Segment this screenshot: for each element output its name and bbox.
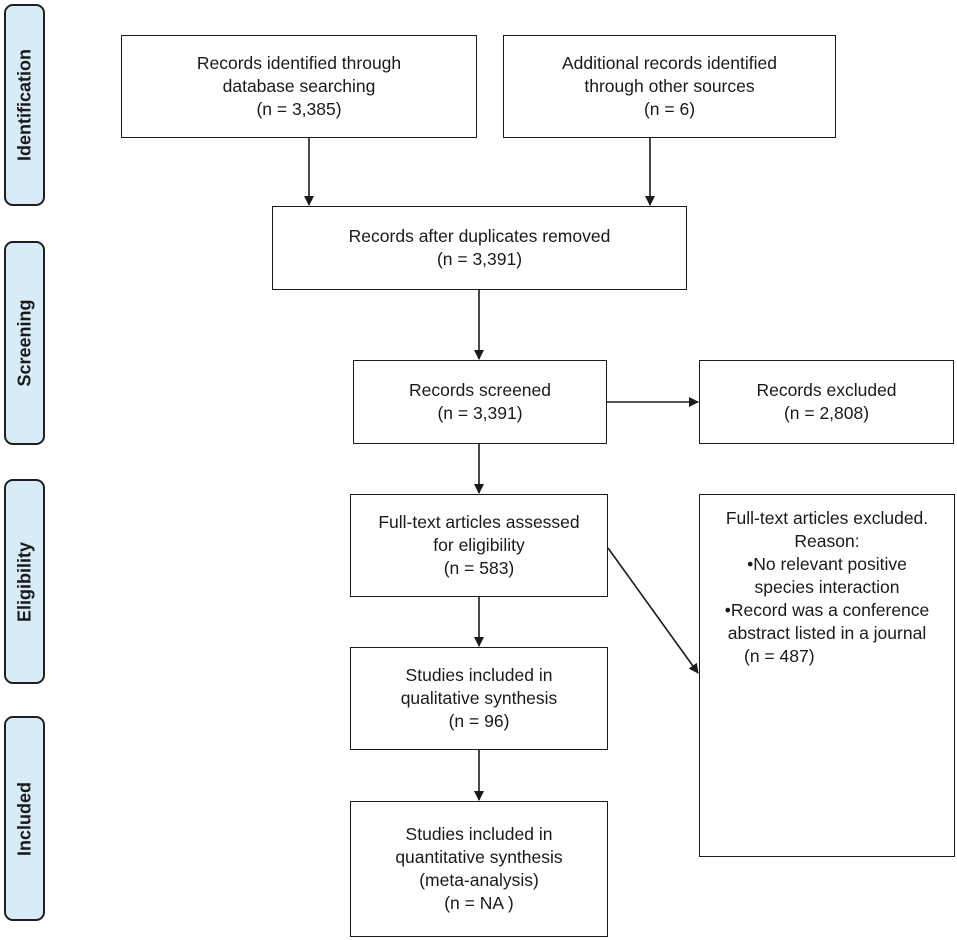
- stage-eligibility: Eligibility: [4, 479, 45, 684]
- stage-screening: Screening: [4, 241, 45, 445]
- stage-identification: Identification: [4, 4, 45, 206]
- box-text-line: for eligibility: [433, 535, 525, 555]
- box-text-line: Full-text articles excluded.: [725, 508, 929, 528]
- arrow-fulltext-to-excluded: [607, 547, 699, 674]
- box-count: (n = 3,391): [437, 403, 523, 423]
- exclusion-reason-line: •No relevant positive: [747, 554, 907, 574]
- box-records-excluded: Records excluded (n = 2,808): [699, 360, 954, 444]
- box-text-line: Reason:: [794, 531, 860, 551]
- box-count: (n = 6): [643, 99, 696, 119]
- box-text-line: database searching: [222, 76, 376, 96]
- box-text-line: Studies included in: [405, 665, 553, 685]
- box-other-sources: Additional records identified through ot…: [503, 35, 836, 138]
- box-text-line: through other sources: [584, 76, 755, 96]
- box-text-line: quantitative synthesis: [395, 847, 563, 867]
- box-text-line: Records screened: [408, 380, 552, 400]
- box-count: (n = 3,385): [256, 99, 342, 119]
- box-fulltext-excluded: Full-text articles excluded. Reason: •No…: [699, 494, 955, 857]
- box-text-line: Records after duplicates removed: [348, 226, 611, 246]
- box-fulltext-assessed: Full-text articles assessed for eligibil…: [350, 494, 608, 597]
- box-count: (n = 96): [448, 711, 510, 731]
- box-text-line: qualitative synthesis: [400, 688, 558, 708]
- exclusion-reason-line: species interaction: [754, 577, 900, 597]
- box-quantitative-synthesis: Studies included in quantitative synthes…: [350, 801, 608, 937]
- box-count: (n = NA ): [444, 893, 514, 913]
- stage-included: Included: [4, 716, 45, 921]
- box-count: (n = 3,391): [436, 249, 523, 269]
- box-text-line: Additional records identified: [562, 53, 777, 73]
- box-count: (n = 487): [744, 646, 815, 666]
- box-text-line: (meta-analysis): [419, 870, 539, 890]
- exclusion-reason-line: •Record was a conference: [724, 600, 930, 620]
- box-text-line: Records excluded: [756, 380, 897, 400]
- box-qualitative-synthesis: Studies included in qualitative synthesi…: [350, 647, 608, 750]
- box-count: (n = 583): [443, 558, 515, 578]
- box-text-line: Full-text articles assessed: [378, 512, 580, 532]
- box-duplicates-removed: Records after duplicates removed (n = 3,…: [272, 206, 687, 290]
- box-count: (n = 2,808): [783, 403, 870, 423]
- box-text-line: Records identified through: [196, 53, 402, 73]
- box-records-screened: Records screened (n = 3,391): [353, 360, 607, 444]
- box-text-line: Studies included in: [405, 824, 553, 844]
- box-database-searching: Records identified through database sear…: [121, 35, 477, 138]
- exclusion-reason-line: abstract listed in a journal: [727, 623, 927, 643]
